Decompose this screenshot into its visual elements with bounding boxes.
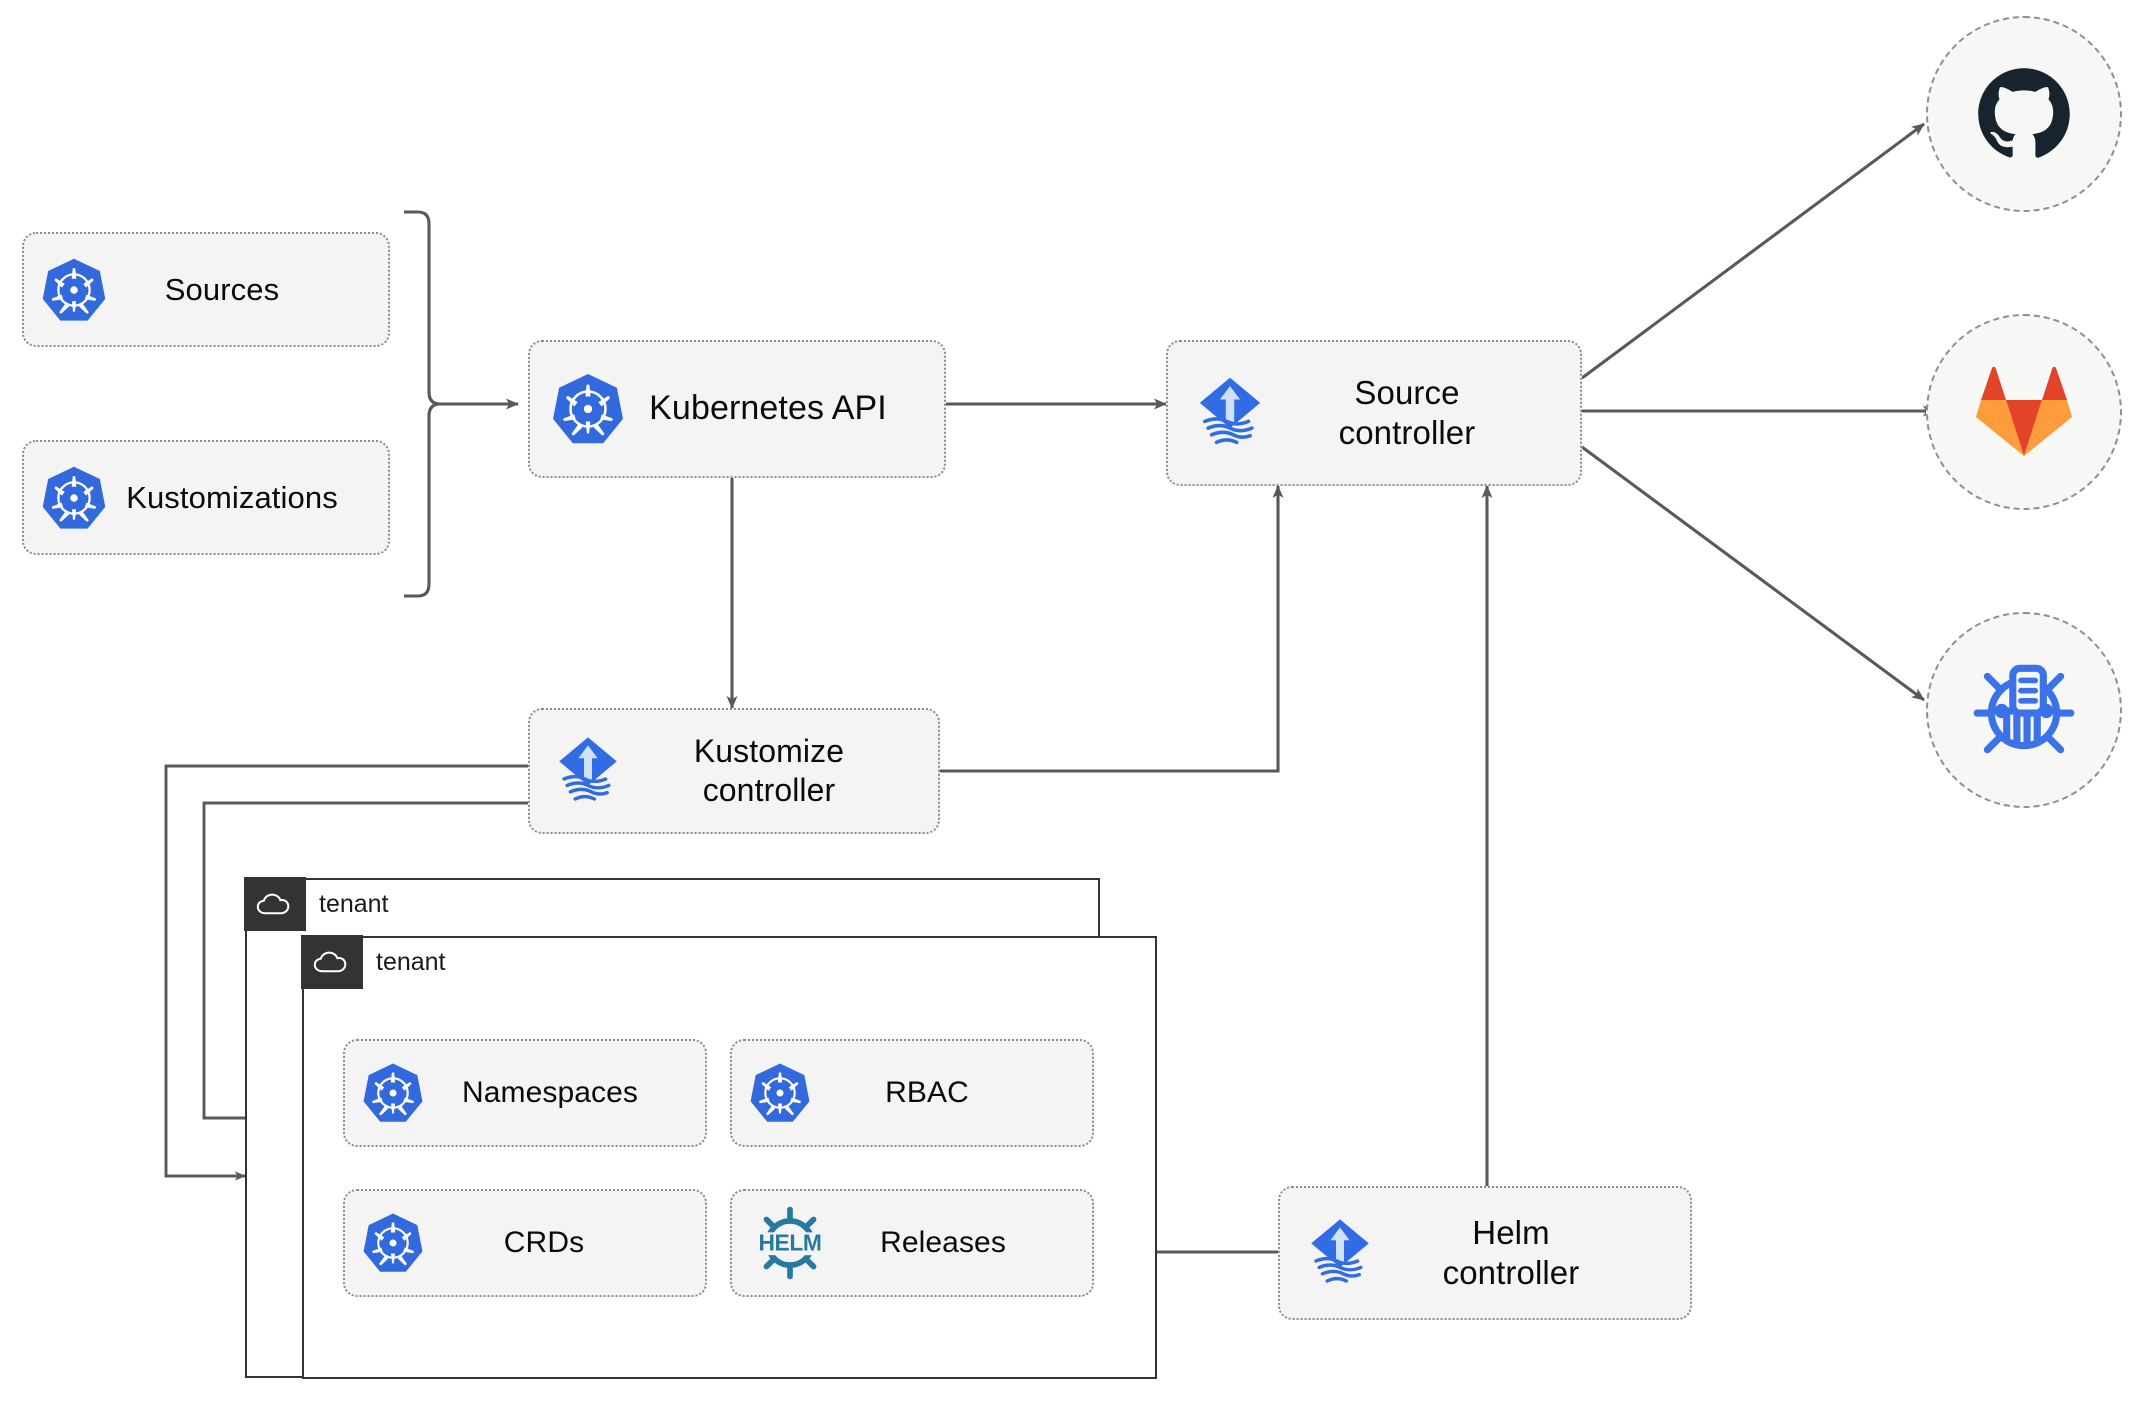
edge-kustomize-to-source-controller xyxy=(940,485,1284,773)
helm-icon: HELM xyxy=(748,1205,832,1281)
tenant-inner-tab xyxy=(301,935,364,990)
edge-source-to-github xyxy=(1581,122,1925,380)
node-kustomizations[interactable]: Kustomizations xyxy=(22,440,390,555)
cloud-icon xyxy=(256,893,290,915)
flux-icon xyxy=(548,731,628,811)
kubernetes-icon xyxy=(550,371,626,447)
node-crds-label: CRDs xyxy=(503,1225,585,1259)
node-crds[interactable]: CRDs xyxy=(343,1189,707,1297)
node-helm-controller-label: Helm controller xyxy=(1442,1213,1580,1291)
node-namespaces-label: Namespaces xyxy=(461,1075,639,1109)
helm-repository-icon xyxy=(1968,654,2080,766)
edge-source-to-helm-repo xyxy=(1581,445,1925,702)
node-source-controller-label: Source controller xyxy=(1338,373,1476,451)
node-namespaces[interactable]: Namespaces xyxy=(343,1039,707,1147)
node-kubernetes-api[interactable]: Kubernetes API xyxy=(528,340,946,478)
gitlab-icon xyxy=(1974,364,2074,460)
repo-github[interactable] xyxy=(1926,16,2122,212)
node-source-controller[interactable]: Source controller xyxy=(1166,340,1582,486)
node-sources-label: Sources xyxy=(164,271,280,307)
node-kustomizations-label: Kustomizations xyxy=(126,479,338,515)
tenant-outer-tab xyxy=(244,877,307,932)
flux-icon xyxy=(1300,1213,1380,1293)
repo-helm-repository[interactable] xyxy=(1926,612,2122,808)
node-releases-label: Releases xyxy=(880,1225,1006,1259)
node-releases[interactable]: HELM Releases xyxy=(730,1189,1094,1297)
tenant-group-inner[interactable]: tenant xyxy=(301,935,1157,1379)
kubernetes-icon xyxy=(40,256,108,324)
node-kustomize-controller-label: Kustomize controller xyxy=(693,732,845,808)
edge-sources-brace xyxy=(404,210,441,598)
svg-text:HELM: HELM xyxy=(758,1230,821,1256)
node-kustomize-controller[interactable]: Kustomize controller xyxy=(528,708,940,834)
flux-icon xyxy=(1188,371,1272,455)
kubernetes-icon xyxy=(40,464,108,532)
kubernetes-icon xyxy=(748,1061,812,1125)
kubernetes-icon xyxy=(361,1211,425,1275)
repo-gitlab[interactable] xyxy=(1926,314,2122,510)
cloud-icon xyxy=(313,951,347,973)
tenant-inner-label: tenant xyxy=(376,947,446,976)
kubernetes-icon xyxy=(361,1061,425,1125)
node-rbac[interactable]: RBAC xyxy=(730,1039,1094,1147)
github-icon xyxy=(1972,62,2076,166)
node-rbac-label: RBAC xyxy=(885,1075,969,1109)
node-helm-controller[interactable]: Helm controller xyxy=(1278,1186,1692,1320)
node-kubernetes-api-label: Kubernetes API xyxy=(649,389,887,428)
node-sources[interactable]: Sources xyxy=(22,232,390,347)
tenant-outer-label: tenant xyxy=(319,889,389,918)
